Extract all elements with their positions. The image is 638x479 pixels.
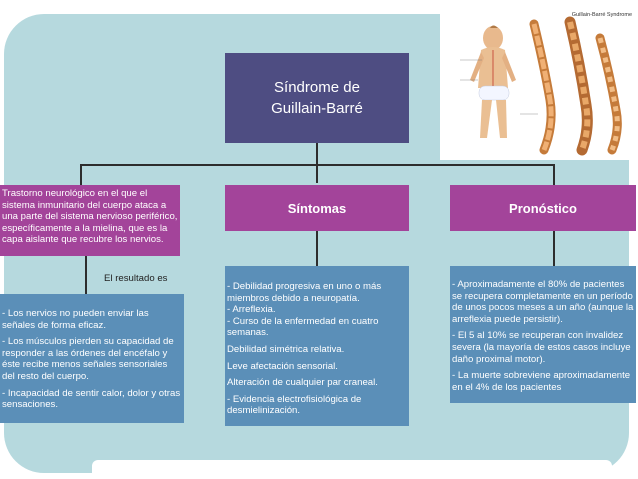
result-item: - Los músculos pierden su capacidad de r… — [2, 336, 174, 382]
prognosis-item: - La muerte sobreviene aproximadamente e… — [452, 370, 631, 393]
diagram-title: Síndrome de Guillain-Barré — [225, 53, 409, 143]
symptom-item: - Evidencia electrofisiológica de desmie… — [227, 393, 362, 417]
connector-title-vertical — [316, 143, 318, 183]
symptom-item: - Arreflexia. — [227, 304, 276, 316]
connector-definition-result — [85, 256, 87, 294]
prognosis-box: - Aproximadamente el 80% de pacientes se… — [450, 266, 636, 403]
nerve-myelin-segments — [531, 23, 554, 151]
medical-illustration: Guillain-Barré Syndrome — [440, 10, 636, 160]
child-left-leg — [480, 100, 492, 138]
definition-box: Trastorno neurológico en el que el siste… — [0, 185, 180, 256]
child-hair — [490, 25, 498, 28]
result-item: - Los nervios no pueden enviar las señal… — [2, 308, 149, 331]
nerve-fiber-demyelinated — [595, 33, 622, 155]
symptom-item: - Debilidad progresiva en uno o más miem… — [227, 281, 382, 304]
result-box: - Los nervios no pueden enviar las señal… — [0, 294, 184, 423]
connector-prognosis — [553, 230, 555, 266]
symptom-item: - Curso de la enfermedad en cuatro seman… — [227, 315, 379, 339]
illustration-drawing — [460, 16, 622, 156]
prognosis-header: Pronóstico — [450, 185, 636, 231]
prognosis-item: - El 5 al 10% se recuperan con invalidez… — [452, 330, 631, 365]
symptoms-box: - Debilidad progresiva en uno o más miem… — [225, 266, 409, 426]
definition-text: Trastorno neurológico en el que el siste… — [2, 188, 178, 246]
connector-right — [553, 164, 555, 185]
result-label: El resultado es — [104, 273, 168, 284]
symptoms-header: Síntomas — [225, 185, 409, 231]
nerve-myelin-loss — [597, 37, 620, 151]
connector-symptoms — [316, 230, 318, 266]
result-item: - Incapacidad de sentir calor, dolor y o… — [2, 387, 181, 411]
nerve-myelin-damaged — [567, 21, 591, 152]
child-right-leg — [496, 100, 507, 138]
child-diaper — [478, 85, 510, 101]
child-left-arm — [470, 52, 484, 82]
symptom-item: Alteración de cualquier par craneal. — [227, 377, 378, 389]
illustration-title: Guillain-Barré Syndrome — [571, 12, 632, 18]
symptom-item: Debilidad simétrica relativa. — [227, 343, 345, 355]
connector-left — [80, 164, 82, 185]
title-line-1: Síndrome de — [274, 79, 360, 96]
connector-horizontal — [80, 164, 554, 166]
panel-notch — [92, 460, 612, 478]
child-right-arm — [502, 52, 516, 82]
child-head — [483, 26, 503, 50]
title-line-2: Guillain-Barré — [271, 100, 363, 117]
symptom-item: Leve afectación sensorial. — [227, 360, 338, 372]
prognosis-item: - Aproximadamente el 80% de pacientes se… — [452, 279, 634, 325]
